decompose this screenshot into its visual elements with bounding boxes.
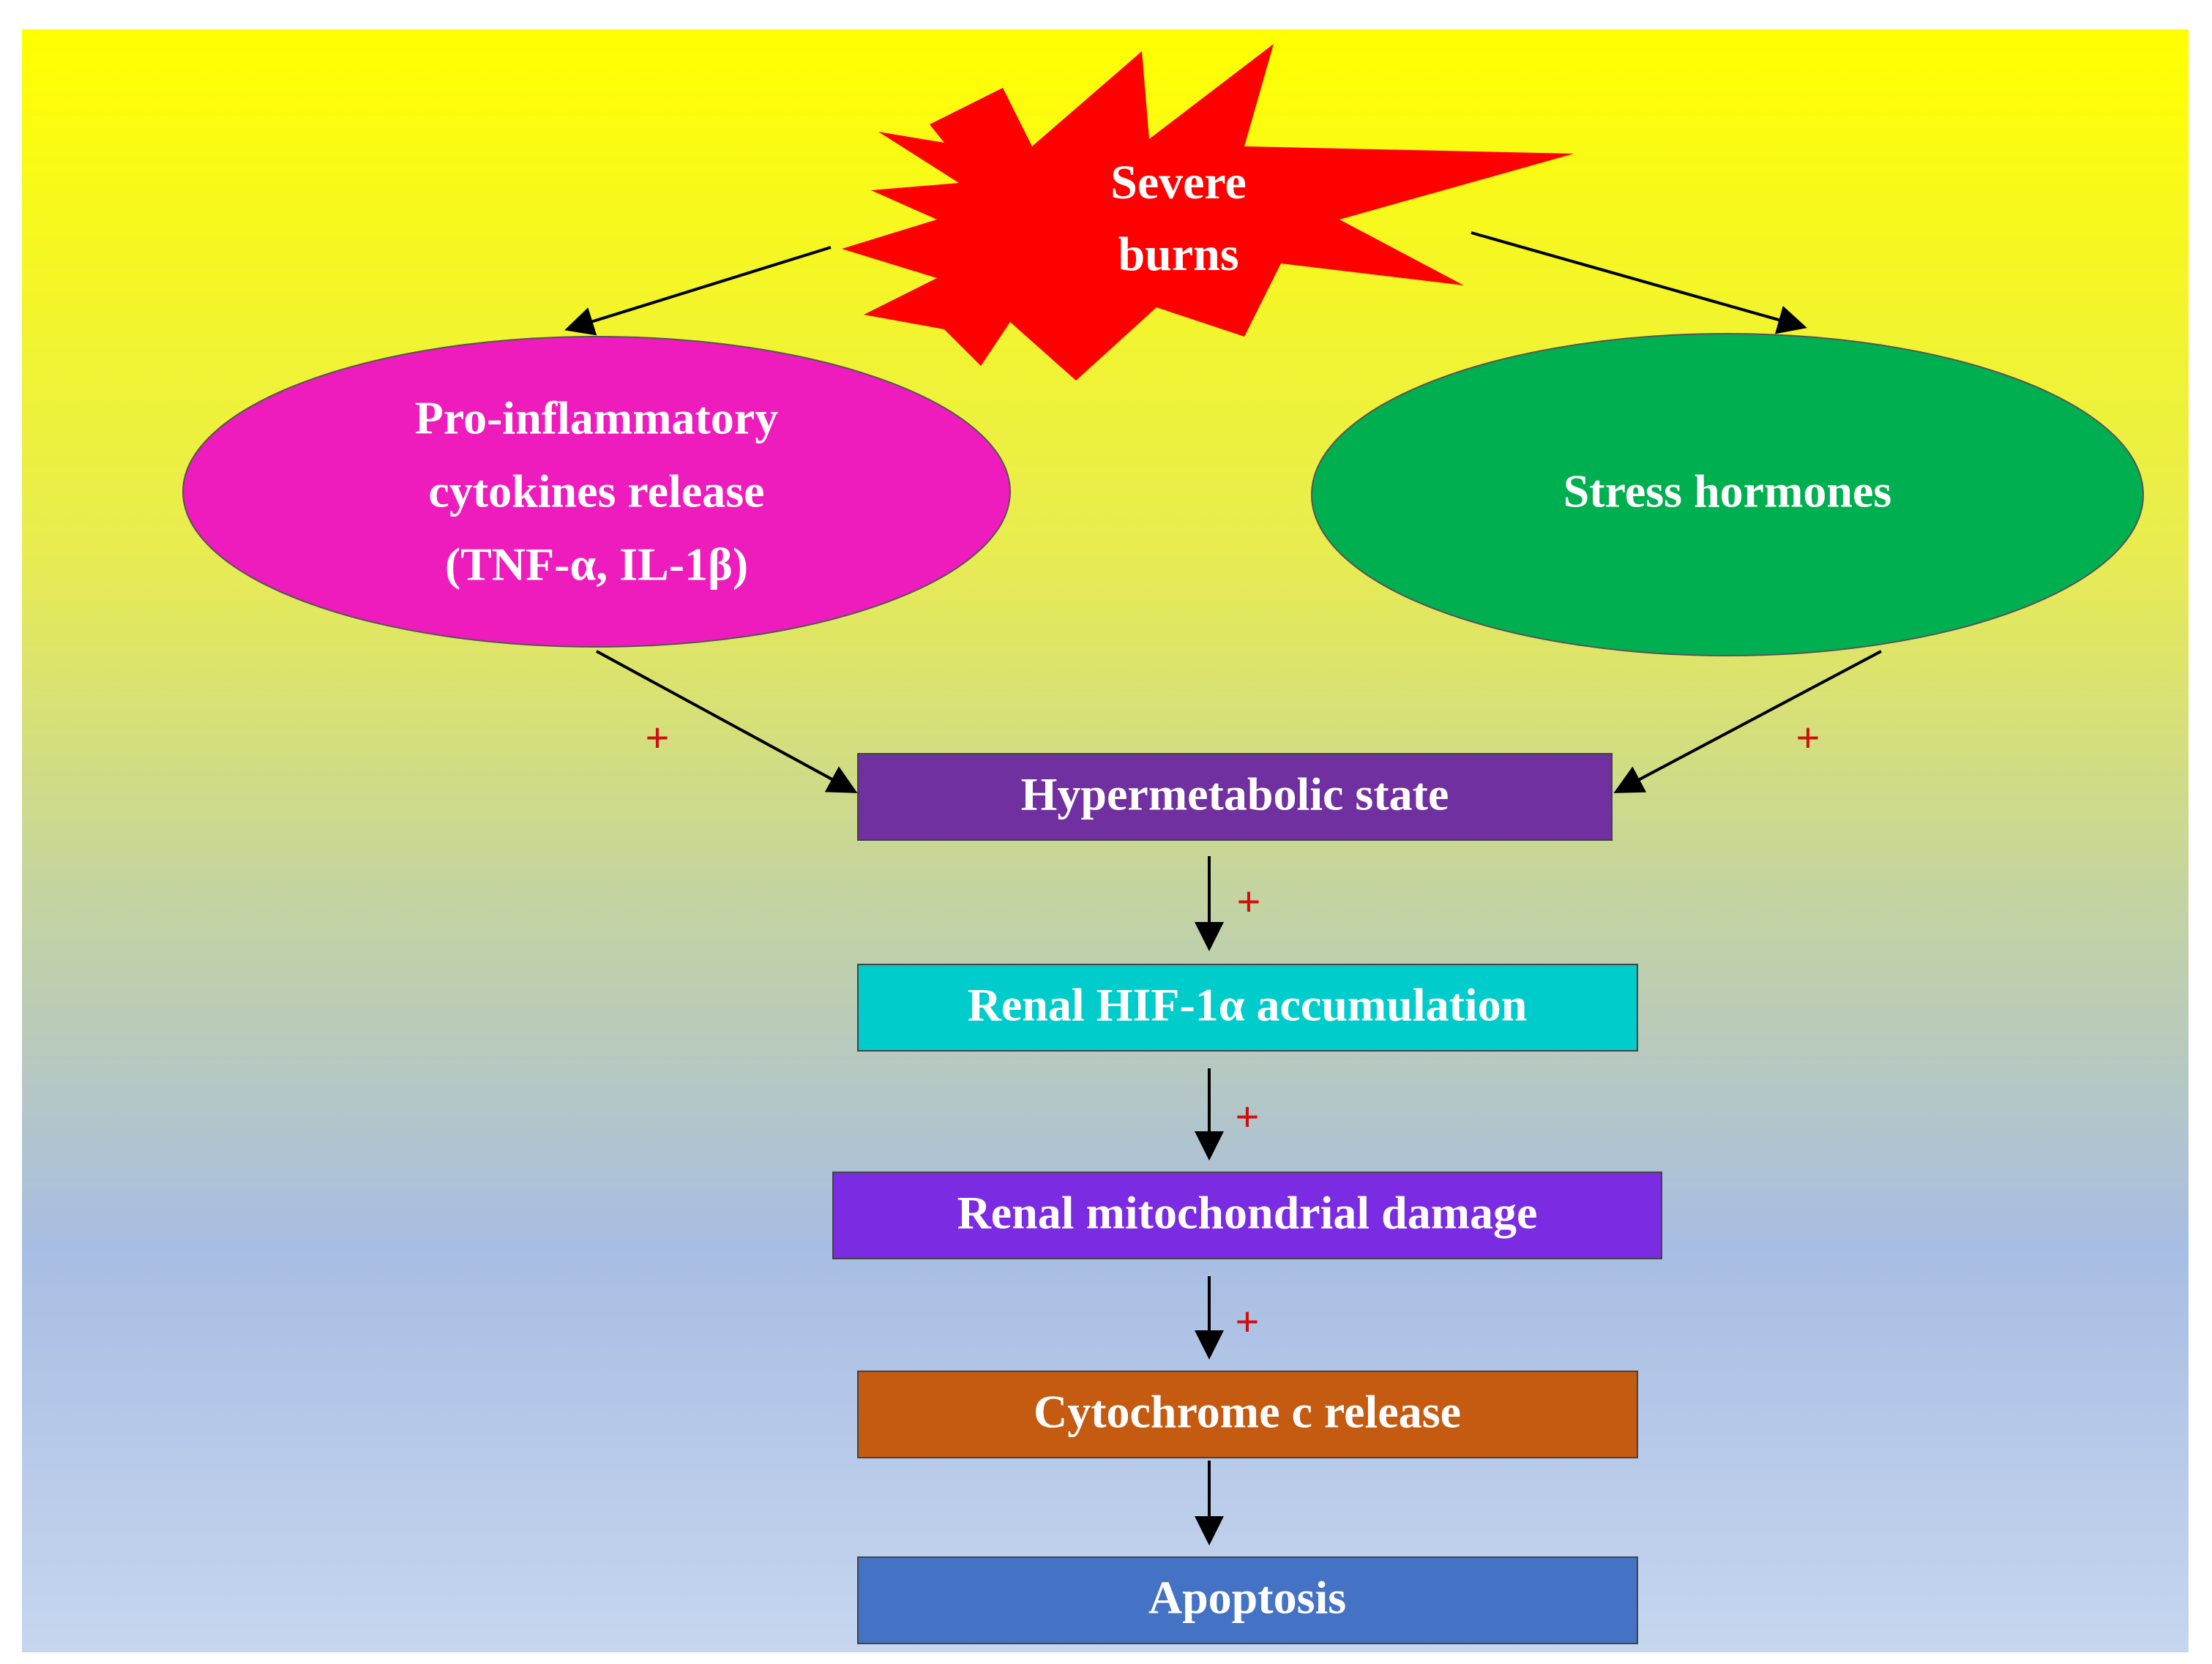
cytokines-line-3: (TNF-α, IL-1β)	[445, 539, 748, 591]
cytochrome-box	[857, 1371, 1638, 1458]
arrow-burns-to-cytokines	[564, 246, 832, 336]
cytochrome-label: Cytochrome c release	[1034, 1386, 1461, 1438]
hypermetabolic-label: Hypermetabolic state	[1021, 768, 1449, 820]
hypermetabolic-step: Hypermetabolic state	[857, 753, 1613, 841]
apoptosis-box	[857, 1556, 1638, 1644]
severe-burns-line-1: Severe	[1110, 156, 1247, 209]
apoptosis-step: Apoptosis	[857, 1556, 1638, 1644]
arrow-hormones-to-hypermetabolic	[1613, 650, 1882, 793]
severe-burns-line-2: burns	[1118, 228, 1238, 281]
stress-hormones-node: Stress hormones	[1311, 333, 2144, 656]
cytochrome-step: Cytochrome c release	[857, 1371, 1638, 1458]
hif-step: Renal HIF-1α accumulation	[857, 964, 1638, 1052]
stress-hormones-label: Stress hormones	[1563, 465, 1892, 517]
starburst-shape	[842, 44, 1574, 381]
cytokines-node: Pro-inflammatory cytokines release (TNF-…	[182, 336, 1011, 648]
arrow-burns-to-hormones	[1471, 231, 1807, 334]
hypermetabolic-box	[857, 753, 1613, 841]
arrow-cytokines-to-hypermetabolic	[596, 650, 858, 793]
cytokines-line-2: cytokines release	[428, 465, 764, 517]
stress-hormones-ellipse	[1311, 333, 2144, 656]
plus-sign-hif: +	[1237, 878, 1261, 924]
apoptosis-label: Apoptosis	[1148, 1572, 1346, 1624]
plus-sign-mitochondrial: +	[1236, 1093, 1260, 1139]
hif-box	[857, 964, 1638, 1052]
plus-sign-right: +	[1796, 714, 1820, 760]
plus-sign-cytochrome: +	[1236, 1298, 1260, 1344]
cytokines-ellipse	[182, 336, 1011, 648]
severe-burns-node: Severe burns	[842, 44, 1574, 381]
cytokines-line-1: Pro-inflammatory	[415, 392, 778, 444]
plus-sign-left: +	[646, 714, 670, 760]
mitochondrial-step: Renal mitochondrial damage	[832, 1172, 1662, 1259]
mitochondrial-label: Renal mitochondrial damage	[957, 1187, 1538, 1239]
mitochondrial-box	[832, 1172, 1662, 1259]
hif-label: Renal HIF-1α accumulation	[968, 979, 1528, 1031]
